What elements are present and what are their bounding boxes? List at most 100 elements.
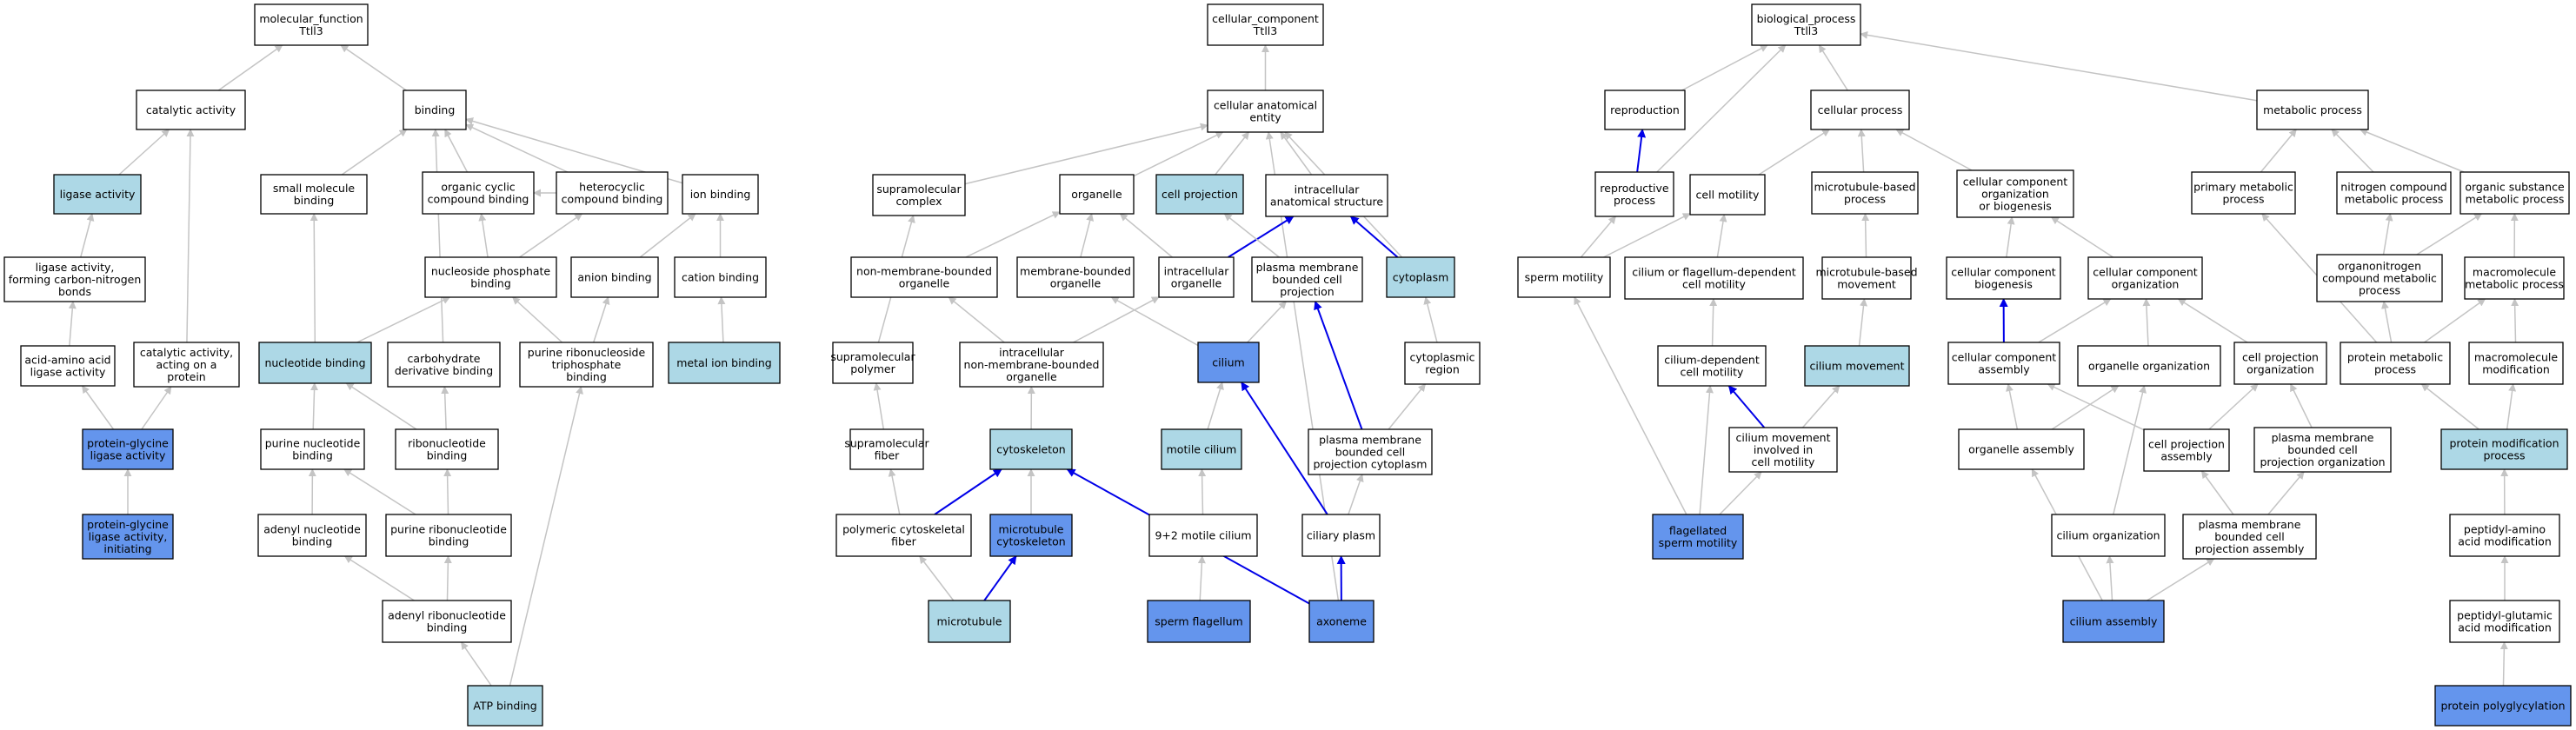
go-term-node-organelle[interactable]: organelle bbox=[1059, 174, 1135, 215]
edge-pm_bcp_cyto-to-pm_bcp bbox=[1314, 301, 1363, 430]
edge-cell_motility-to-cell_process bbox=[1758, 129, 1831, 176]
go-term-node-cilium-movement[interactable]: cilium movement bbox=[1804, 345, 1910, 387]
go-term-node-organelle-assembly[interactable]: organelle assembly bbox=[1958, 428, 2085, 470]
go-term-node-intra-nmb[interactable]: intracellularnon-membrane-boundedorganel… bbox=[959, 342, 1104, 388]
go-term-node-ligase-cn[interactable]: ligase activity,forming carbon-nitrogenb… bbox=[3, 256, 146, 302]
edge-nuc_phos-to-heterocyclic bbox=[519, 213, 583, 258]
node-label-line: organelle bbox=[1006, 370, 1057, 383]
node-box bbox=[260, 428, 365, 470]
go-term-node-sperm-motility[interactable]: sperm motility bbox=[1517, 256, 1611, 298]
go-term-node-cilium[interactable]: cilium bbox=[1197, 342, 1260, 383]
go-term-node-metabolic[interactable]: metabolic process bbox=[2256, 90, 2369, 130]
edge-cc_assembly-to-cc_org bbox=[2038, 298, 2112, 343]
go-term-node-nucleotide[interactable]: nucleotide binding bbox=[258, 342, 372, 384]
go-term-node-sperm-flag[interactable]: sperm flagellum bbox=[1147, 600, 1251, 643]
node-label-line: purine ribonucleoside bbox=[528, 346, 646, 359]
go-term-node-microtubule[interactable]: microtubule bbox=[928, 600, 1011, 643]
go-term-node-motile-cilium[interactable]: motile cilium bbox=[1161, 428, 1242, 470]
go-term-node-cytoplasm[interactable]: cytoplasm bbox=[1386, 256, 1455, 298]
go-term-node-cell-process[interactable]: cellular process bbox=[1810, 90, 1910, 130]
go-term-node-protein-polyglyc[interactable]: protein polyglycylation bbox=[2434, 685, 2572, 727]
edge-poly_cyto_fiber-to-cytoskeleton bbox=[934, 468, 1002, 515]
go-term-node-cation[interactable]: cation binding bbox=[674, 256, 767, 298]
go-term-node-ligase[interactable]: ligase activity bbox=[53, 174, 142, 215]
go-term-node-cilium-assembly[interactable]: cilium assembly bbox=[2062, 600, 2165, 643]
go-term-node-atp[interactable]: ATP binding bbox=[467, 685, 543, 727]
go-term-node-anion[interactable]: anion binding bbox=[570, 256, 659, 298]
go-term-node-motile-92[interactable]: 9+2 motile cilium bbox=[1148, 514, 1258, 557]
go-term-node-cell-motility[interactable]: cell motility bbox=[1689, 174, 1766, 216]
node-box bbox=[2062, 600, 2165, 643]
go-term-node-organelle-org[interactable]: organelle organization bbox=[2077, 345, 2221, 387]
go-term-node-cell-proj[interactable]: cell projection bbox=[1155, 174, 1244, 215]
go-term-node-ion-binding[interactable]: ion binding bbox=[682, 174, 759, 215]
go-term-node-axoneme[interactable]: axoneme bbox=[1308, 600, 1375, 643]
go-term-node-binding[interactable]: binding bbox=[403, 90, 467, 130]
go-term-node-ciliary-plasm[interactable]: ciliary plasm bbox=[1301, 514, 1381, 557]
node-label-line: projection assembly bbox=[2195, 542, 2305, 555]
go-term-node-cytoskeleton[interactable]: cytoskeleton bbox=[989, 428, 1073, 470]
go-term-node-cilium-org[interactable]: cilium organization bbox=[2051, 514, 2166, 557]
go-term-node-metal-ion[interactable]: metal ion binding bbox=[668, 342, 781, 384]
node-label-line: organic substance bbox=[2465, 181, 2565, 194]
go-term-node-catalytic[interactable]: catalytic activity bbox=[136, 90, 246, 130]
go-term-node-reproduction[interactable]: reproduction bbox=[1604, 90, 1686, 130]
